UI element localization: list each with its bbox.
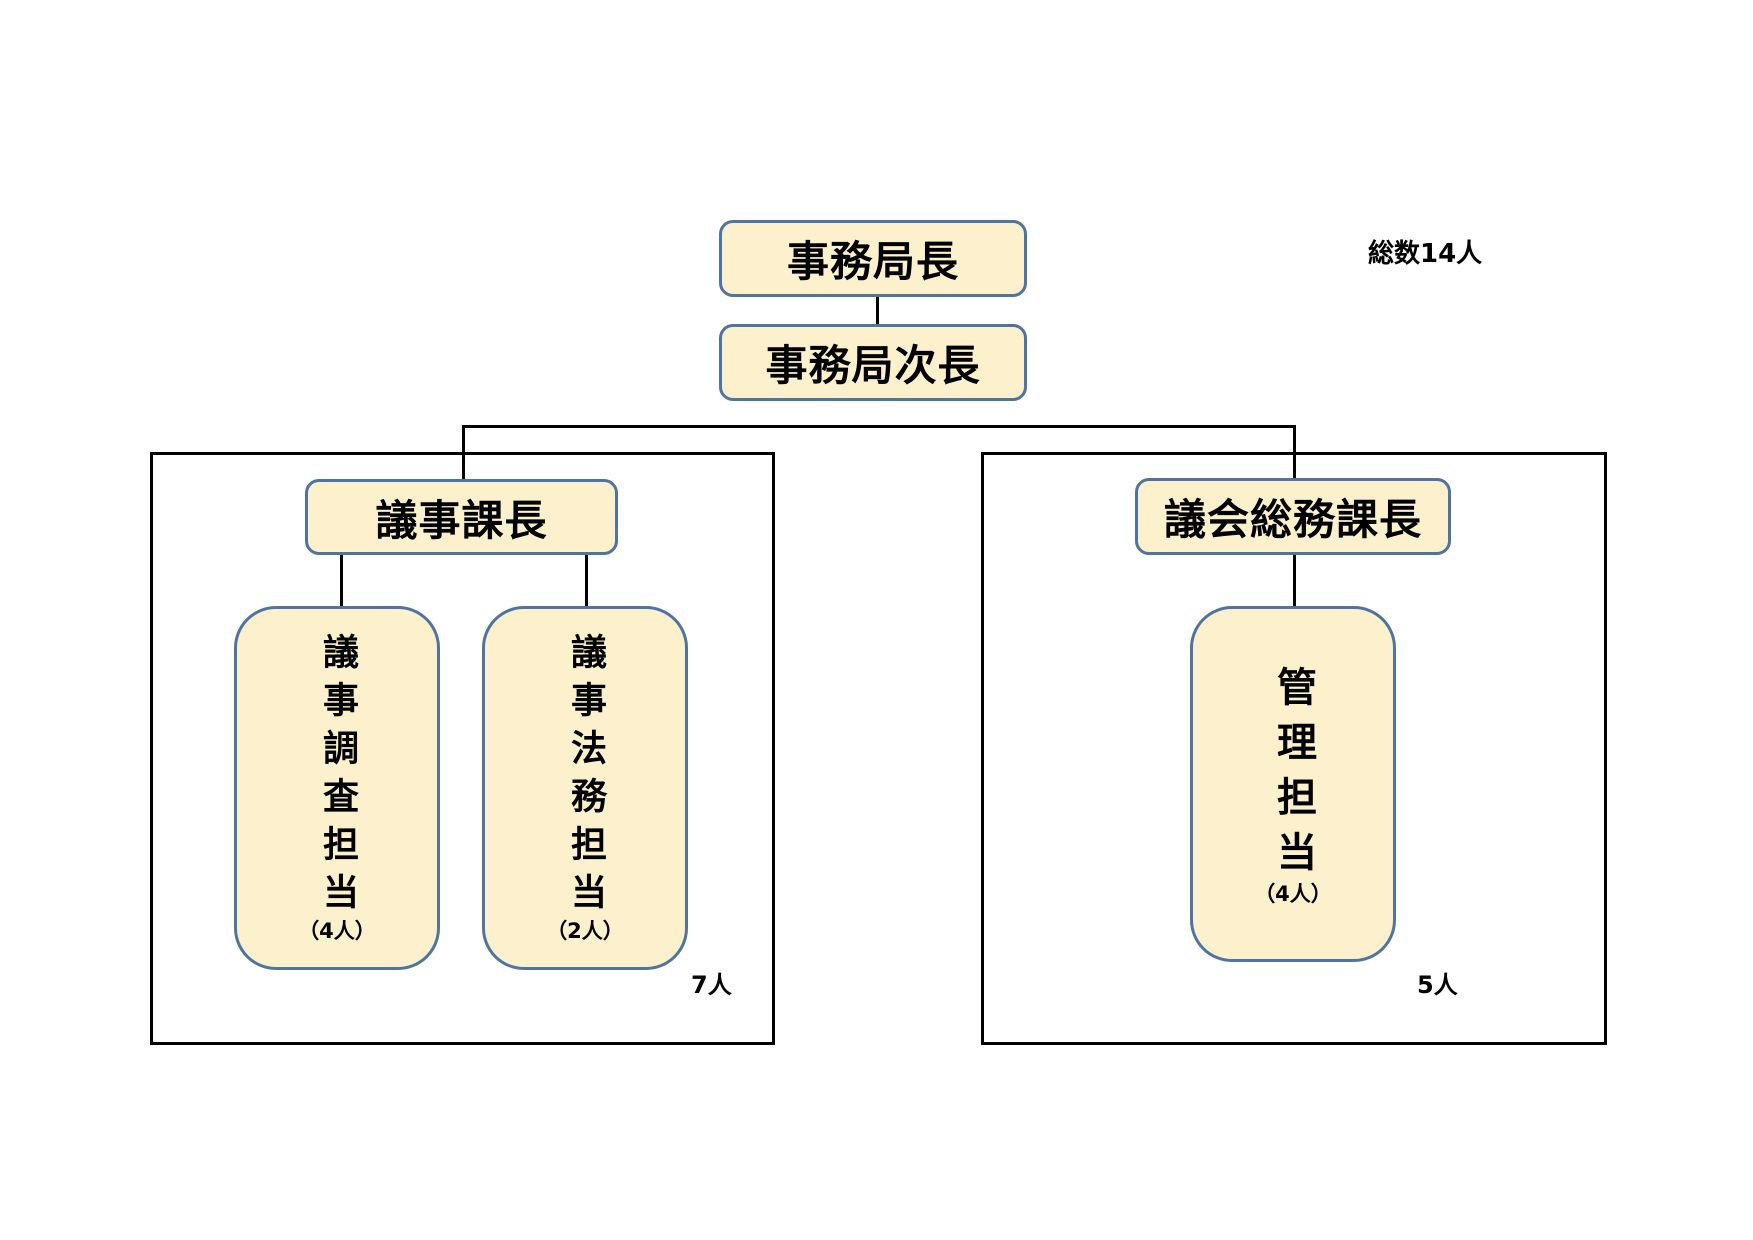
- group-gijika-count: 7人: [691, 971, 732, 999]
- connector-director-deputy: [876, 297, 879, 325]
- team-kanri-box: 管理担当 （4人）: [1190, 606, 1396, 962]
- deputy-director-box: 事務局次長: [719, 324, 1027, 401]
- team-gijichosa-name: 議事調査担当: [317, 633, 358, 921]
- connector-chief-team-3: [1293, 555, 1296, 607]
- connector-chief-team-2: [585, 555, 588, 607]
- connector-bus-horizontal: [462, 425, 1296, 428]
- team-gijichosa-box: 議事調査担当 （4人）: [234, 606, 440, 970]
- chief-gijika-label: 議事課長: [375, 495, 548, 545]
- group-somuka-count: 5人: [1417, 971, 1458, 999]
- team-kanri-name: 管理担当: [1270, 666, 1316, 886]
- team-gijihomu-box: 議事法務担当 （2人）: [482, 606, 688, 970]
- deputy-director-label: 事務局次長: [765, 341, 981, 390]
- group-frame-gijika: [150, 452, 775, 1045]
- team-kanri-count: （4人）: [1254, 882, 1332, 906]
- director-box: 事務局長: [719, 220, 1027, 297]
- group-frame-somuka: [981, 452, 1607, 1045]
- connector-chief-team-1: [340, 555, 343, 607]
- team-gijichosa-count: （4人）: [298, 919, 376, 943]
- chief-gijika-box: 議事課長: [305, 479, 618, 555]
- team-gijihomu-name: 議事法務担当: [565, 633, 606, 921]
- chief-somuka-box: 議会総務課長: [1135, 478, 1451, 555]
- chief-somuka-label: 議会総務課長: [1163, 495, 1422, 544]
- team-gijihomu-count: （2人）: [546, 919, 624, 943]
- director-label: 事務局長: [786, 237, 959, 286]
- total-staff-label: 総数14人: [1368, 239, 1483, 269]
